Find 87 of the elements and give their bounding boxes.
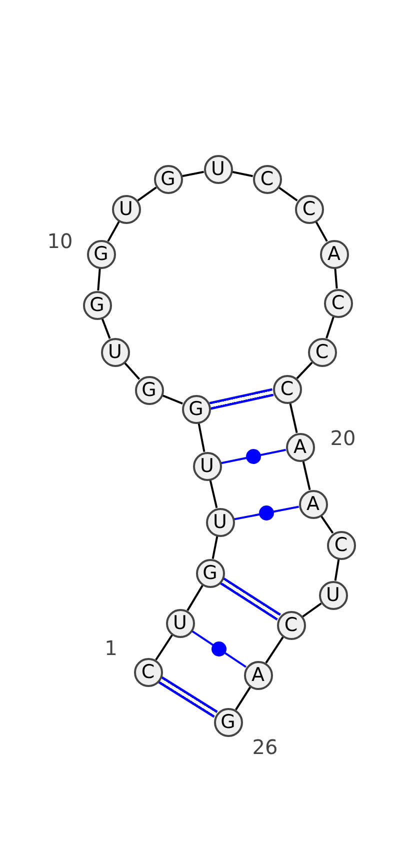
nucleotide-circle xyxy=(134,658,162,686)
backbone-line xyxy=(101,318,111,339)
nucleotide-circle xyxy=(252,164,282,194)
backbone-line xyxy=(97,268,101,291)
base-letter: U xyxy=(173,613,187,633)
backbone-line xyxy=(107,221,120,242)
backbone-line xyxy=(315,221,328,242)
base-letter: C xyxy=(334,535,348,555)
nucleotide-circle xyxy=(324,288,352,318)
nucleotide-circle xyxy=(272,374,302,404)
nucleotide-circle xyxy=(166,608,194,638)
nucleotide-circle xyxy=(294,194,324,224)
nucleotide-circle xyxy=(204,154,232,184)
backbone-line xyxy=(289,402,298,434)
base-letter: G xyxy=(94,244,108,264)
nucleotide-circle xyxy=(244,660,272,690)
nucleotide-circle xyxy=(320,240,348,268)
nucleotide-circle xyxy=(326,530,356,560)
base-letter: G xyxy=(220,712,236,732)
backbone-line xyxy=(137,186,157,202)
nucleotide-circle xyxy=(298,490,328,518)
position-number: 26 xyxy=(252,736,278,758)
base-letter: C xyxy=(302,199,316,219)
backbone-line xyxy=(265,636,284,664)
base-letter: U xyxy=(108,342,122,362)
nucleotide-circle xyxy=(100,338,130,366)
backbone-line xyxy=(320,515,334,534)
base-letter: A xyxy=(294,437,306,457)
nucleotide-circle xyxy=(318,580,348,610)
base-letter: A xyxy=(328,244,340,264)
base-letter: U xyxy=(200,456,214,476)
base-letter: C xyxy=(141,662,155,682)
nucleotide-circle xyxy=(214,708,242,736)
nucleotide-circle xyxy=(112,194,140,224)
backbone-line xyxy=(302,460,311,490)
base-pair-line xyxy=(221,448,286,464)
nucleotide-circle xyxy=(154,164,182,194)
base-letter: G xyxy=(188,399,204,419)
backbone-line xyxy=(334,268,338,289)
nucleotide-circle xyxy=(308,338,336,366)
base-letter: C xyxy=(331,293,345,313)
backbone-line xyxy=(182,170,204,178)
backbone-line xyxy=(186,584,204,612)
nucleotide-circle xyxy=(182,394,210,424)
backbone-line xyxy=(326,316,334,339)
backbone-line xyxy=(278,186,298,202)
backbone-line xyxy=(124,362,140,380)
base-pair-line xyxy=(192,630,246,668)
base-pair-line xyxy=(209,388,274,410)
base-letter: A xyxy=(306,494,320,514)
base-letter: U xyxy=(213,512,227,532)
base-pair-line xyxy=(158,676,218,718)
base-letter: G xyxy=(202,563,218,583)
base-letter: C xyxy=(315,342,329,362)
base-pair-line xyxy=(220,577,281,621)
position-number: 20 xyxy=(330,427,356,449)
base-letter: G xyxy=(90,295,104,315)
position-number: 1 xyxy=(104,637,118,659)
backbone-line xyxy=(155,634,173,660)
backbone-line xyxy=(232,170,253,178)
nucleotide-circle xyxy=(196,558,224,588)
nucleotide-circle xyxy=(82,290,112,320)
backbone-line xyxy=(209,480,218,508)
backbone-line xyxy=(296,362,313,380)
nucleotide-circle xyxy=(86,240,116,268)
backbone-line xyxy=(334,559,340,581)
position-number: 10 xyxy=(47,230,73,252)
nucleotide-circle xyxy=(192,452,222,480)
base-letter: C xyxy=(260,169,274,189)
base-letter: C xyxy=(280,379,294,399)
backbone-line xyxy=(234,686,252,710)
nucleotide-circle xyxy=(206,508,234,536)
backbone-line xyxy=(302,602,322,618)
base-letter: U xyxy=(211,159,225,179)
base-letter: U xyxy=(119,199,133,219)
backbone-line xyxy=(198,423,206,452)
base-letter: G xyxy=(160,169,176,189)
backbone-line xyxy=(162,394,183,404)
base-letter: C xyxy=(284,615,298,635)
nucleotide-circle xyxy=(286,432,314,462)
nucleotide-circle xyxy=(276,610,306,640)
backbone-line xyxy=(212,536,218,559)
base-pair-line xyxy=(234,506,299,520)
base-letter: G xyxy=(142,380,156,400)
nucleotide-circle xyxy=(134,376,164,404)
base-letter: A xyxy=(252,665,264,685)
base-letter: U xyxy=(326,585,340,605)
